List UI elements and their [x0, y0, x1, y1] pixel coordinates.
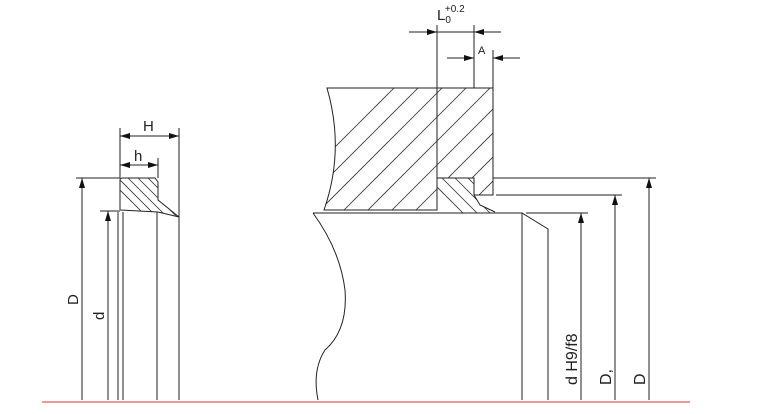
- label-D-right: D: [632, 373, 649, 385]
- label-A: A: [478, 45, 486, 57]
- label-L: L0+0.2: [437, 4, 465, 26]
- label-d-left: d: [91, 312, 108, 320]
- label-L-sup: +0.2: [445, 4, 465, 15]
- label-L-main: L: [437, 7, 445, 24]
- label-D-left: D: [65, 294, 82, 305]
- label-h: h: [134, 148, 142, 165]
- label-D-prime: D,: [598, 369, 615, 385]
- label-H: H: [143, 118, 154, 135]
- label-d-fit: d H9/f8: [564, 333, 581, 385]
- label-L-sub: 0: [445, 15, 451, 26]
- left-seal-profile: [76, 128, 180, 400]
